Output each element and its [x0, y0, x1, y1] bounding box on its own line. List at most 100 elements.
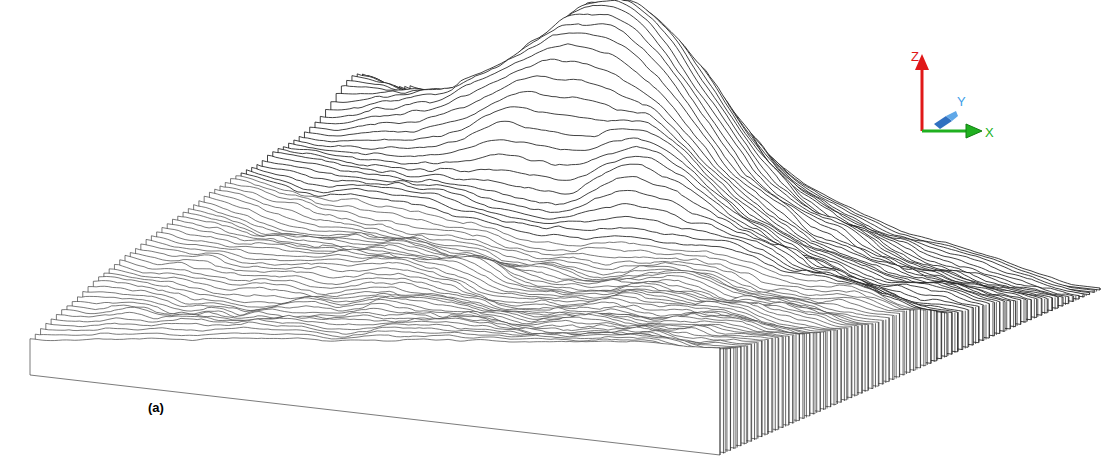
side-hatch [1086, 294, 1087, 296]
side-hatch [1055, 297, 1056, 309]
side-hatch [927, 310, 928, 365]
side-hatch [1100, 288, 1101, 290]
side-hatch [761, 341, 762, 437]
side-hatch [758, 342, 759, 438]
side-hatch [1075, 296, 1076, 301]
side-hatch [972, 308, 973, 346]
side-hatch [899, 313, 900, 377]
side-hatch [875, 323, 876, 387]
side-hatch [802, 334, 803, 419]
side-hatch [834, 330, 835, 405]
side-hatch [916, 310, 917, 370]
side-hatch [744, 346, 745, 444]
side-hatch [951, 312, 952, 354]
side-hatch [961, 311, 962, 350]
y-arrowhead [946, 111, 958, 121]
side-hatch [1089, 293, 1090, 295]
side-hatch [992, 303, 993, 337]
side-hatch [1017, 301, 1018, 326]
axis-label: Z [911, 50, 919, 63]
axis-label: Y [957, 95, 966, 108]
side-hatch [1096, 290, 1097, 292]
side-hatch [989, 304, 990, 338]
side-hatch [796, 334, 797, 422]
side-hatch [858, 326, 859, 395]
side-hatch [975, 307, 976, 344]
panel-label: (a) [148, 401, 164, 414]
side-hatch [968, 310, 969, 347]
side-hatch [754, 343, 755, 440]
terrain-mesh [30, 0, 1100, 455]
side-hatch [847, 328, 848, 400]
side-hatch [1065, 297, 1066, 305]
side-hatch [737, 347, 738, 447]
side-hatch [872, 324, 873, 389]
side-hatch [1030, 300, 1031, 320]
side-hatch [896, 315, 897, 378]
side-hatch [723, 348, 724, 453]
side-hatch [944, 313, 945, 358]
side-hatch [816, 333, 817, 413]
side-hatch [785, 336, 786, 426]
side-hatch [941, 312, 942, 359]
terrain-profile [30, 338, 720, 455]
side-hatch [730, 348, 731, 450]
side-hatch [1082, 295, 1083, 298]
side-hatch [910, 310, 911, 373]
side-hatch [861, 325, 862, 393]
side-hatch [1072, 296, 1073, 302]
side-hatch [809, 333, 810, 416]
x-axis [922, 130, 968, 133]
side-hatch [806, 334, 807, 418]
side-hatch [789, 336, 790, 425]
side-hatch [726, 349, 727, 452]
side-hatch [778, 337, 779, 429]
side-hatch [840, 329, 841, 402]
side-hatch [889, 318, 890, 382]
side-hatch [1062, 297, 1063, 306]
side-hatch [934, 311, 935, 362]
side-hatch [1068, 296, 1069, 303]
side-hatch [906, 311, 907, 374]
side-hatch [1041, 298, 1042, 315]
side-hatch [764, 340, 765, 435]
side-hatch [954, 313, 955, 353]
side-hatch [913, 310, 914, 371]
side-hatch [1027, 300, 1028, 322]
side-hatch [996, 302, 997, 335]
side-hatch [903, 312, 904, 376]
side-hatch [885, 320, 886, 383]
x-arrowhead [966, 124, 982, 138]
side-hatch [1048, 298, 1049, 312]
side-hatch [986, 305, 987, 340]
side-hatch [720, 348, 721, 455]
side-hatch [1058, 297, 1059, 308]
axis-label: X [985, 126, 994, 139]
side-hatch [1003, 302, 1004, 332]
side-hatch [813, 333, 814, 414]
side-hatch [823, 332, 824, 410]
side-hatch [948, 313, 949, 356]
side-hatch [868, 324, 869, 390]
side-hatch [733, 348, 734, 449]
side-hatch [844, 328, 845, 401]
side-hatch [1044, 299, 1045, 314]
side-hatch [1010, 301, 1011, 329]
side-hatch [979, 306, 980, 342]
side-hatch [827, 331, 828, 408]
side-hatch [1037, 299, 1038, 317]
side-hatch [920, 309, 921, 368]
side-hatch [830, 331, 831, 407]
side-hatch [751, 344, 752, 441]
side-hatch [782, 337, 783, 428]
side-hatch [771, 339, 772, 433]
side-hatch [1020, 300, 1021, 325]
side-hatch [768, 339, 769, 434]
side-hatch [820, 332, 821, 411]
side-hatch [1034, 299, 1035, 318]
side-hatch [837, 330, 838, 404]
z-axis [921, 68, 924, 131]
side-hatch [1093, 291, 1094, 293]
